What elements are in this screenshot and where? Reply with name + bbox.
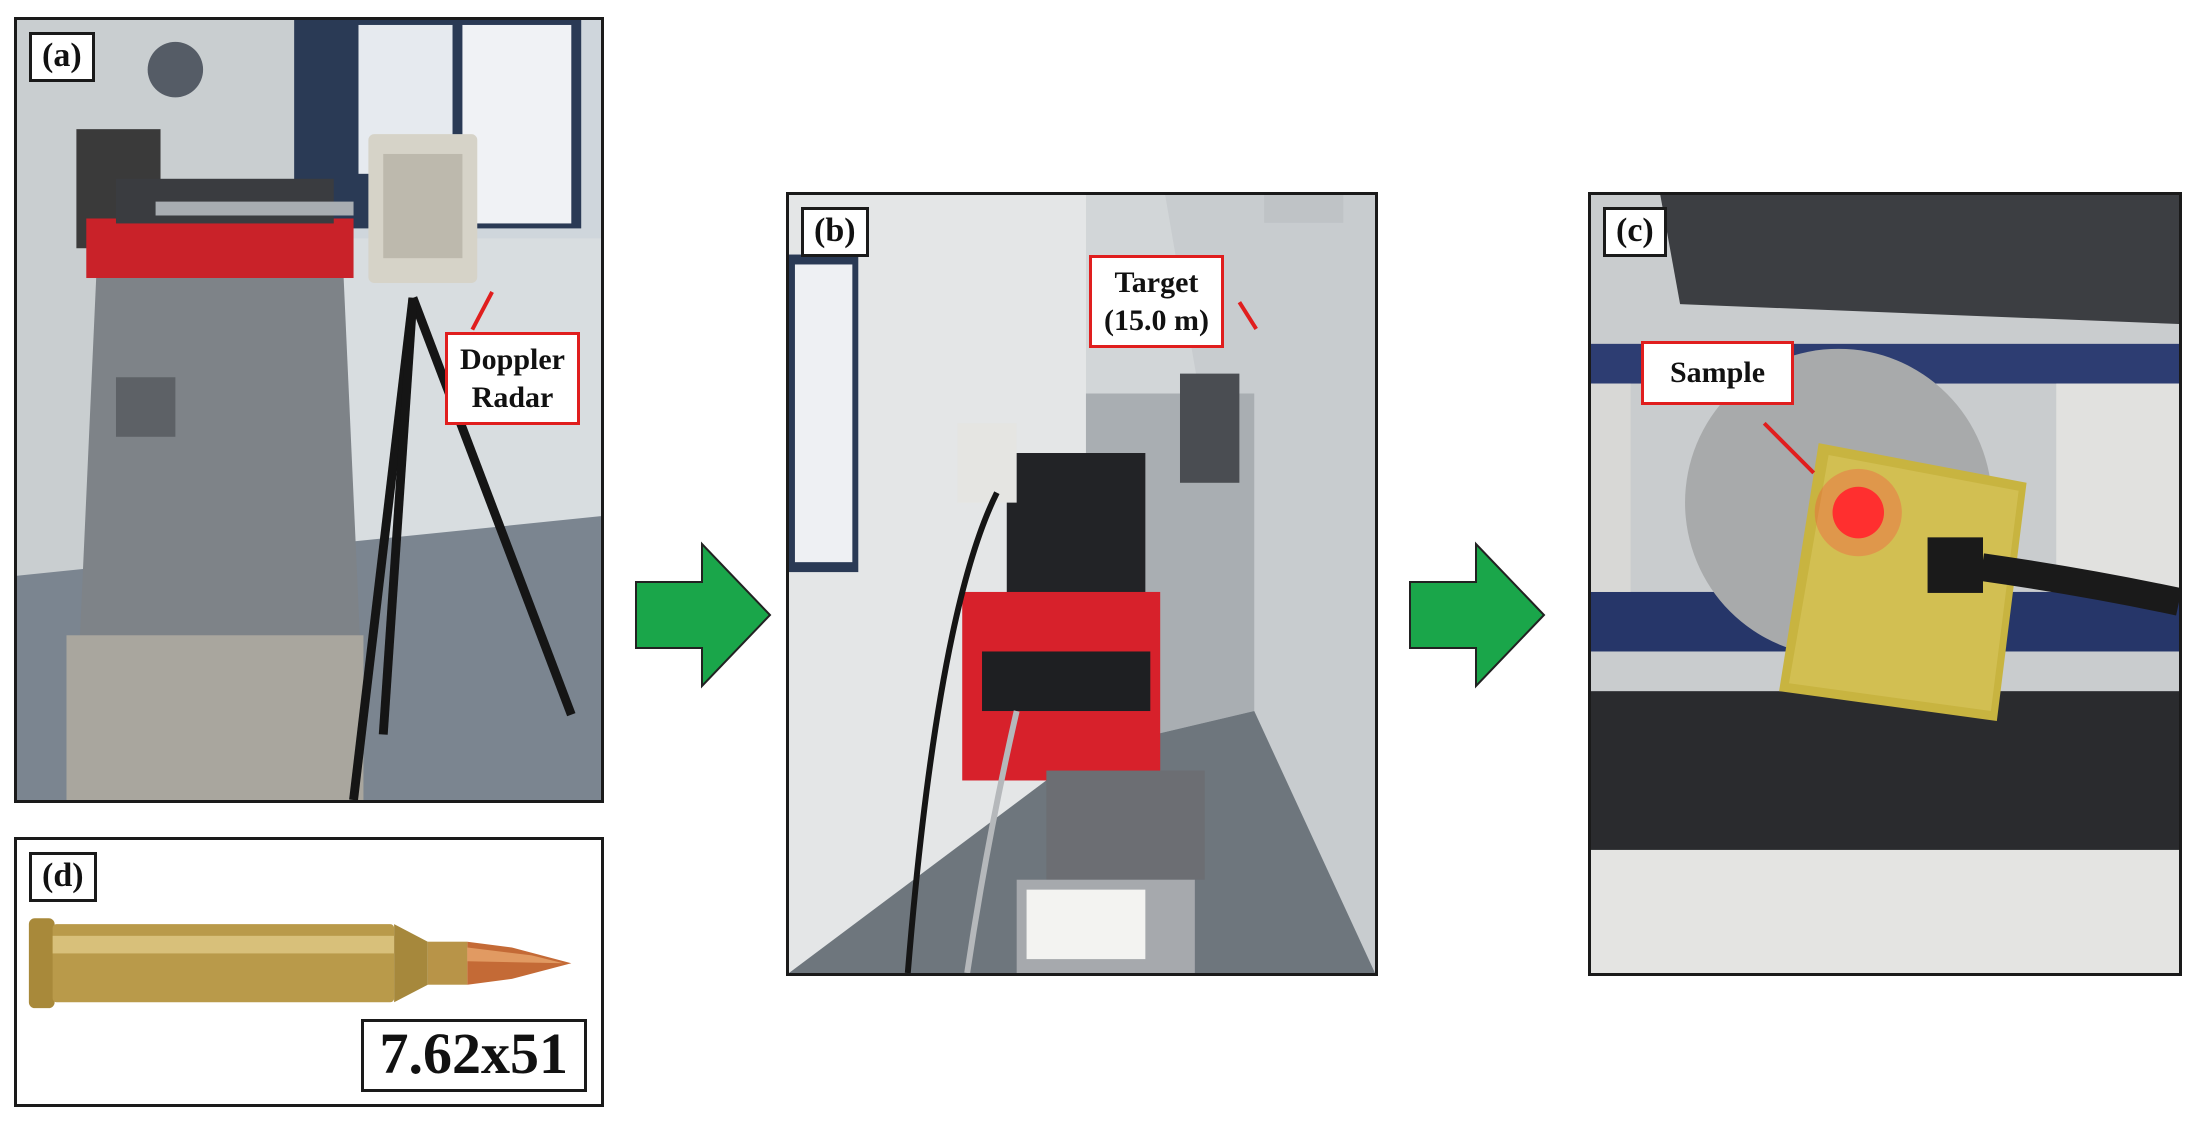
- flow-arrow-icon: [1409, 541, 1546, 689]
- radar-setup-scene: [17, 20, 601, 800]
- callout-line: (15.0 m): [1104, 303, 1209, 337]
- callout-line: Doppler: [460, 343, 565, 376]
- doppler-radar-callout: Doppler Radar: [445, 332, 580, 425]
- firing-range-scene: [789, 195, 1375, 973]
- panel-a-doppler-radar-photo: (a) Doppler Radar: [14, 17, 604, 803]
- panel-b-range-photo: (b) Target (15.0 m): [786, 192, 1378, 976]
- callout-line: Radar: [471, 380, 554, 414]
- callout-line: Target: [1114, 266, 1199, 299]
- panel-c-sample-photo: (c) Sample: [1588, 192, 2182, 976]
- sample-target-scene: [1591, 195, 2179, 973]
- caliber-label: 7.62x51: [360, 1019, 587, 1092]
- panel-label: (c): [1603, 207, 1667, 257]
- sample-callout: Sample: [1641, 341, 1795, 405]
- target-callout: Target (15.0 m): [1089, 255, 1224, 348]
- panel-label: (b): [801, 207, 869, 257]
- panel-d-cartridge-photo: (d) 7.62x51: [14, 837, 604, 1107]
- panel-label: (d): [29, 852, 97, 902]
- flow-arrow-icon: [635, 541, 772, 689]
- panel-label: (a): [29, 32, 95, 82]
